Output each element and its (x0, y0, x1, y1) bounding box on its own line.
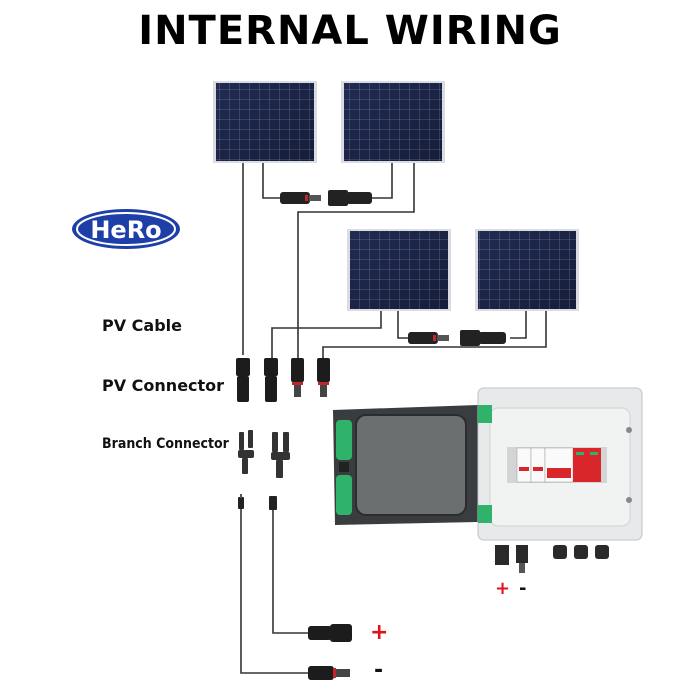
solar-panel-3 (347, 229, 451, 311)
solar-panel-4 (475, 229, 579, 311)
output-minus-sign: - (374, 658, 384, 683)
output-connector-minus (308, 666, 350, 680)
output-cable-connector-minus (238, 494, 244, 509)
hero-logo: HeRo (72, 209, 180, 249)
page-title: INTERNAL WIRING (138, 8, 562, 54)
branch-connector-1 (238, 430, 254, 474)
pv-connector-male-1 (236, 358, 250, 402)
combiner-minus-sign: - (519, 578, 527, 599)
pv-connector-male-2 (264, 358, 278, 402)
output-plus-sign: + (370, 620, 389, 645)
pv-cable-label: PV Cable (102, 316, 183, 335)
pv-connector-label: PV Connector (102, 376, 225, 395)
pv-connector-female-2 (317, 358, 330, 397)
pv-connector-female-1 (291, 358, 304, 397)
inline-connector-pair-bottom (408, 330, 506, 346)
combiner-box (477, 387, 643, 573)
combiner-plus-sign: + (495, 578, 511, 599)
combiner-box-door (333, 405, 478, 525)
inline-connector-pair-top (280, 190, 372, 206)
output-connector-plus (308, 624, 352, 642)
solar-panel-2 (341, 81, 445, 163)
logo-text: HeRo (90, 216, 161, 244)
branch-connector-label: Branch Connector (102, 436, 229, 452)
solar-panel-1 (213, 81, 317, 163)
branch-connector-2 (271, 432, 290, 478)
pv-cables (240, 162, 547, 674)
output-cable-connector-plus (269, 496, 277, 510)
